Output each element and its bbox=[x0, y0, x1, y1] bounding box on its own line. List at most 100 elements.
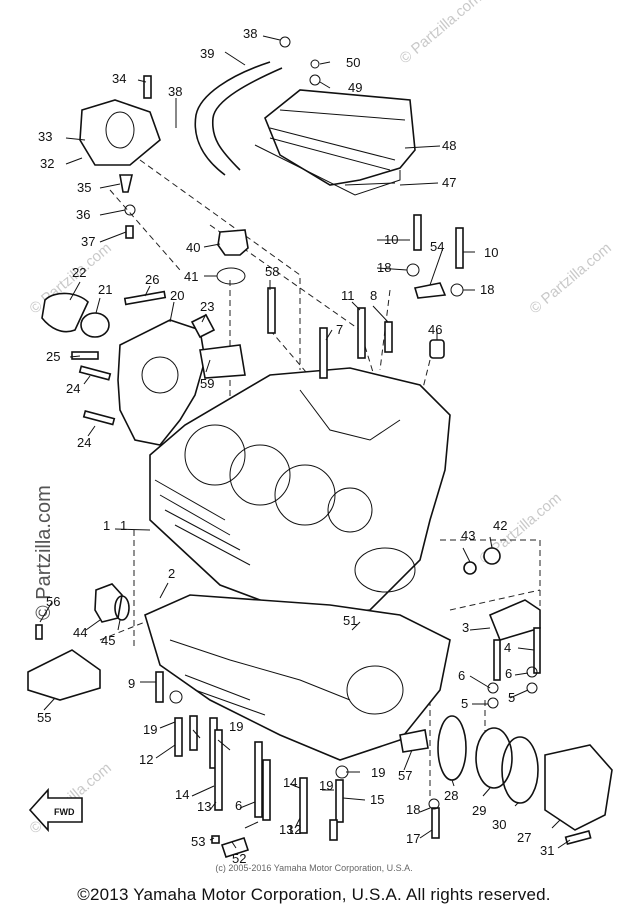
part-number-label: 38 bbox=[168, 84, 182, 99]
cap-3 bbox=[488, 599, 541, 641]
part-number-label: 14 bbox=[175, 787, 189, 802]
part-number-label: 39 bbox=[200, 46, 214, 61]
part-number-label: 28 bbox=[444, 788, 458, 803]
plug-42 bbox=[483, 547, 501, 565]
part-number-label: 5 bbox=[508, 690, 515, 705]
part-number-label: 26 bbox=[145, 272, 159, 287]
part-number-label: 4 bbox=[504, 640, 511, 655]
leader-lines bbox=[39, 35, 571, 849]
part-number-label: 8 bbox=[370, 288, 377, 303]
part-number-label: 44 bbox=[73, 625, 87, 640]
part-number-label: 13 bbox=[279, 822, 293, 837]
part-number-label: 24 bbox=[66, 381, 80, 396]
bracket-20 bbox=[117, 319, 206, 446]
bolt-24-lower bbox=[82, 409, 116, 426]
hose-clamp bbox=[279, 36, 291, 48]
part-number-label: 41 bbox=[184, 269, 198, 284]
part-number-label: 18 bbox=[406, 802, 420, 817]
o-ring-41 bbox=[216, 267, 246, 285]
part-number-label: 10 bbox=[484, 245, 498, 260]
forward-arrow: FWD bbox=[28, 787, 83, 833]
plug-43 bbox=[463, 561, 477, 575]
part-number-label: 23 bbox=[200, 299, 214, 314]
part-number-label: 18 bbox=[480, 282, 494, 297]
part-number-label: 56 bbox=[46, 594, 60, 609]
part-number-label: 59 bbox=[200, 376, 214, 391]
filler-cap-40 bbox=[217, 229, 249, 256]
o-ring-45 bbox=[114, 595, 130, 621]
part-number-label: 13 bbox=[197, 799, 211, 814]
part-number-label: 51 bbox=[343, 613, 357, 628]
part-number-label: 15 bbox=[370, 792, 384, 807]
o-ring-30 bbox=[501, 736, 539, 804]
bolt-34 bbox=[143, 75, 152, 99]
part-number-label: 21 bbox=[98, 282, 112, 297]
part-number-label: 22 bbox=[72, 265, 86, 280]
part-number-label: 29 bbox=[472, 803, 486, 818]
part-number-label: 58 bbox=[265, 264, 279, 279]
bolt-49 bbox=[309, 74, 321, 86]
part-number-label: 43 bbox=[461, 528, 475, 543]
part-number-label: 42 bbox=[493, 518, 507, 533]
stud-3 bbox=[493, 639, 501, 681]
upper-crankcase bbox=[149, 367, 451, 616]
part-number-label: 38 bbox=[243, 26, 257, 41]
part-number-label: 18 bbox=[377, 260, 391, 275]
part-23 bbox=[190, 313, 216, 339]
part-number-label: 12 bbox=[139, 752, 153, 767]
part-number-label: 57 bbox=[398, 768, 412, 783]
seal-44 bbox=[94, 583, 123, 623]
gasket-28 bbox=[437, 715, 467, 781]
part-number-label: 2 bbox=[168, 566, 175, 581]
bolt-31 bbox=[564, 830, 592, 845]
bolt-37 bbox=[125, 225, 134, 239]
small-credit: (c) 2005-2016 Yamaha Motor Corporation, … bbox=[215, 863, 413, 873]
part-number-label: 10 bbox=[384, 232, 398, 247]
part-number-label: 45 bbox=[101, 633, 115, 648]
bolt-56 bbox=[35, 624, 43, 640]
part-number-label: 53 bbox=[191, 834, 205, 849]
part-number-label: 47 bbox=[442, 175, 456, 190]
part-number-label: 20 bbox=[170, 288, 184, 303]
cover-22 bbox=[41, 292, 89, 333]
part-number-label: 49 bbox=[348, 80, 362, 95]
copyright-footer: ©2013 Yamaha Motor Corporation, U.S.A. A… bbox=[77, 885, 551, 904]
part-number-label: 3 bbox=[462, 620, 469, 635]
breather-hose bbox=[194, 61, 283, 176]
bolts-lower bbox=[155, 671, 440, 859]
nut-5a bbox=[526, 682, 538, 694]
part-number-label: 11 bbox=[341, 288, 355, 303]
plate-55 bbox=[27, 649, 101, 701]
bolt-25 bbox=[71, 351, 99, 360]
cover-27 bbox=[544, 744, 613, 831]
part-number-label: 6 bbox=[505, 666, 512, 681]
part-number-label: 7 bbox=[336, 322, 343, 337]
part-number-label: 37 bbox=[81, 234, 95, 249]
part-number-label: 54 bbox=[430, 239, 444, 254]
part-number-label: 32 bbox=[40, 156, 54, 171]
part-number-label: 50 bbox=[346, 55, 360, 70]
part-number-label: 9 bbox=[128, 676, 135, 691]
nut-6a bbox=[526, 666, 538, 678]
part-number-label: 17 bbox=[406, 831, 420, 846]
part-number-label: 1 bbox=[120, 518, 127, 533]
part-number-label: 19 bbox=[371, 765, 385, 780]
part-number-label: 6 bbox=[458, 668, 465, 683]
part-number-label: 19 bbox=[319, 778, 333, 793]
part-number-label: 24 bbox=[77, 435, 91, 450]
part-35 bbox=[119, 174, 134, 193]
part-59 bbox=[199, 344, 246, 379]
part-number-label: 48 bbox=[442, 138, 456, 153]
bearing-21 bbox=[80, 312, 110, 338]
part-number-label: 34 bbox=[112, 71, 126, 86]
nut-6b bbox=[487, 682, 499, 694]
part-number-label: 12 bbox=[287, 822, 301, 837]
bracket-hole bbox=[141, 356, 179, 394]
lower-crankcase bbox=[144, 594, 451, 761]
part-number-label: 6 bbox=[235, 798, 242, 813]
bolt-26 bbox=[123, 290, 167, 306]
part-number-label: 36 bbox=[76, 207, 90, 222]
